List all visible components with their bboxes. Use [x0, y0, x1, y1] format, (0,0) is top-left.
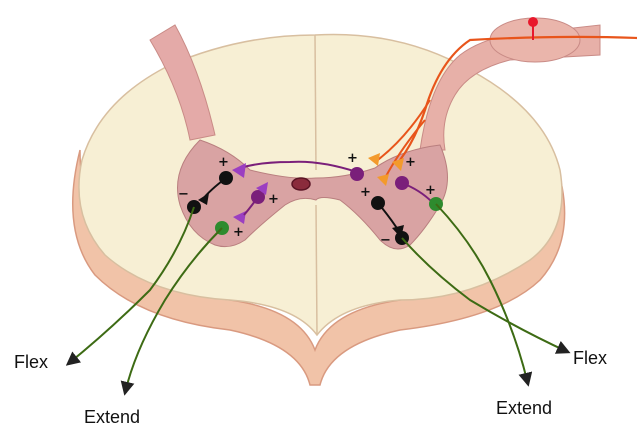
- label-extend-right: Extend: [496, 398, 552, 419]
- sign-minus-right: −: [380, 233, 391, 248]
- anterior-fissure: [316, 205, 317, 335]
- sign-plus-right-ext: +: [425, 183, 436, 198]
- central-canal: [292, 178, 310, 190]
- label-extend-left: Extend: [84, 407, 140, 428]
- sign-plus-right-top: +: [347, 151, 358, 166]
- sign-plus-left-mid: +: [268, 192, 279, 207]
- median-sulcus: [315, 35, 316, 170]
- interneuron-right-1: [350, 167, 364, 181]
- label-flex-left: Flex: [14, 352, 48, 373]
- sign-plus-right-low: +: [360, 185, 371, 200]
- sign-plus-right-mid: +: [405, 155, 416, 170]
- sign-plus-left-low: +: [233, 225, 244, 240]
- sign-plus-left-top: +: [218, 155, 229, 170]
- sensory-soma: [528, 17, 538, 27]
- sign-minus-left: −: [178, 187, 189, 202]
- label-flex-right: Flex: [573, 348, 607, 369]
